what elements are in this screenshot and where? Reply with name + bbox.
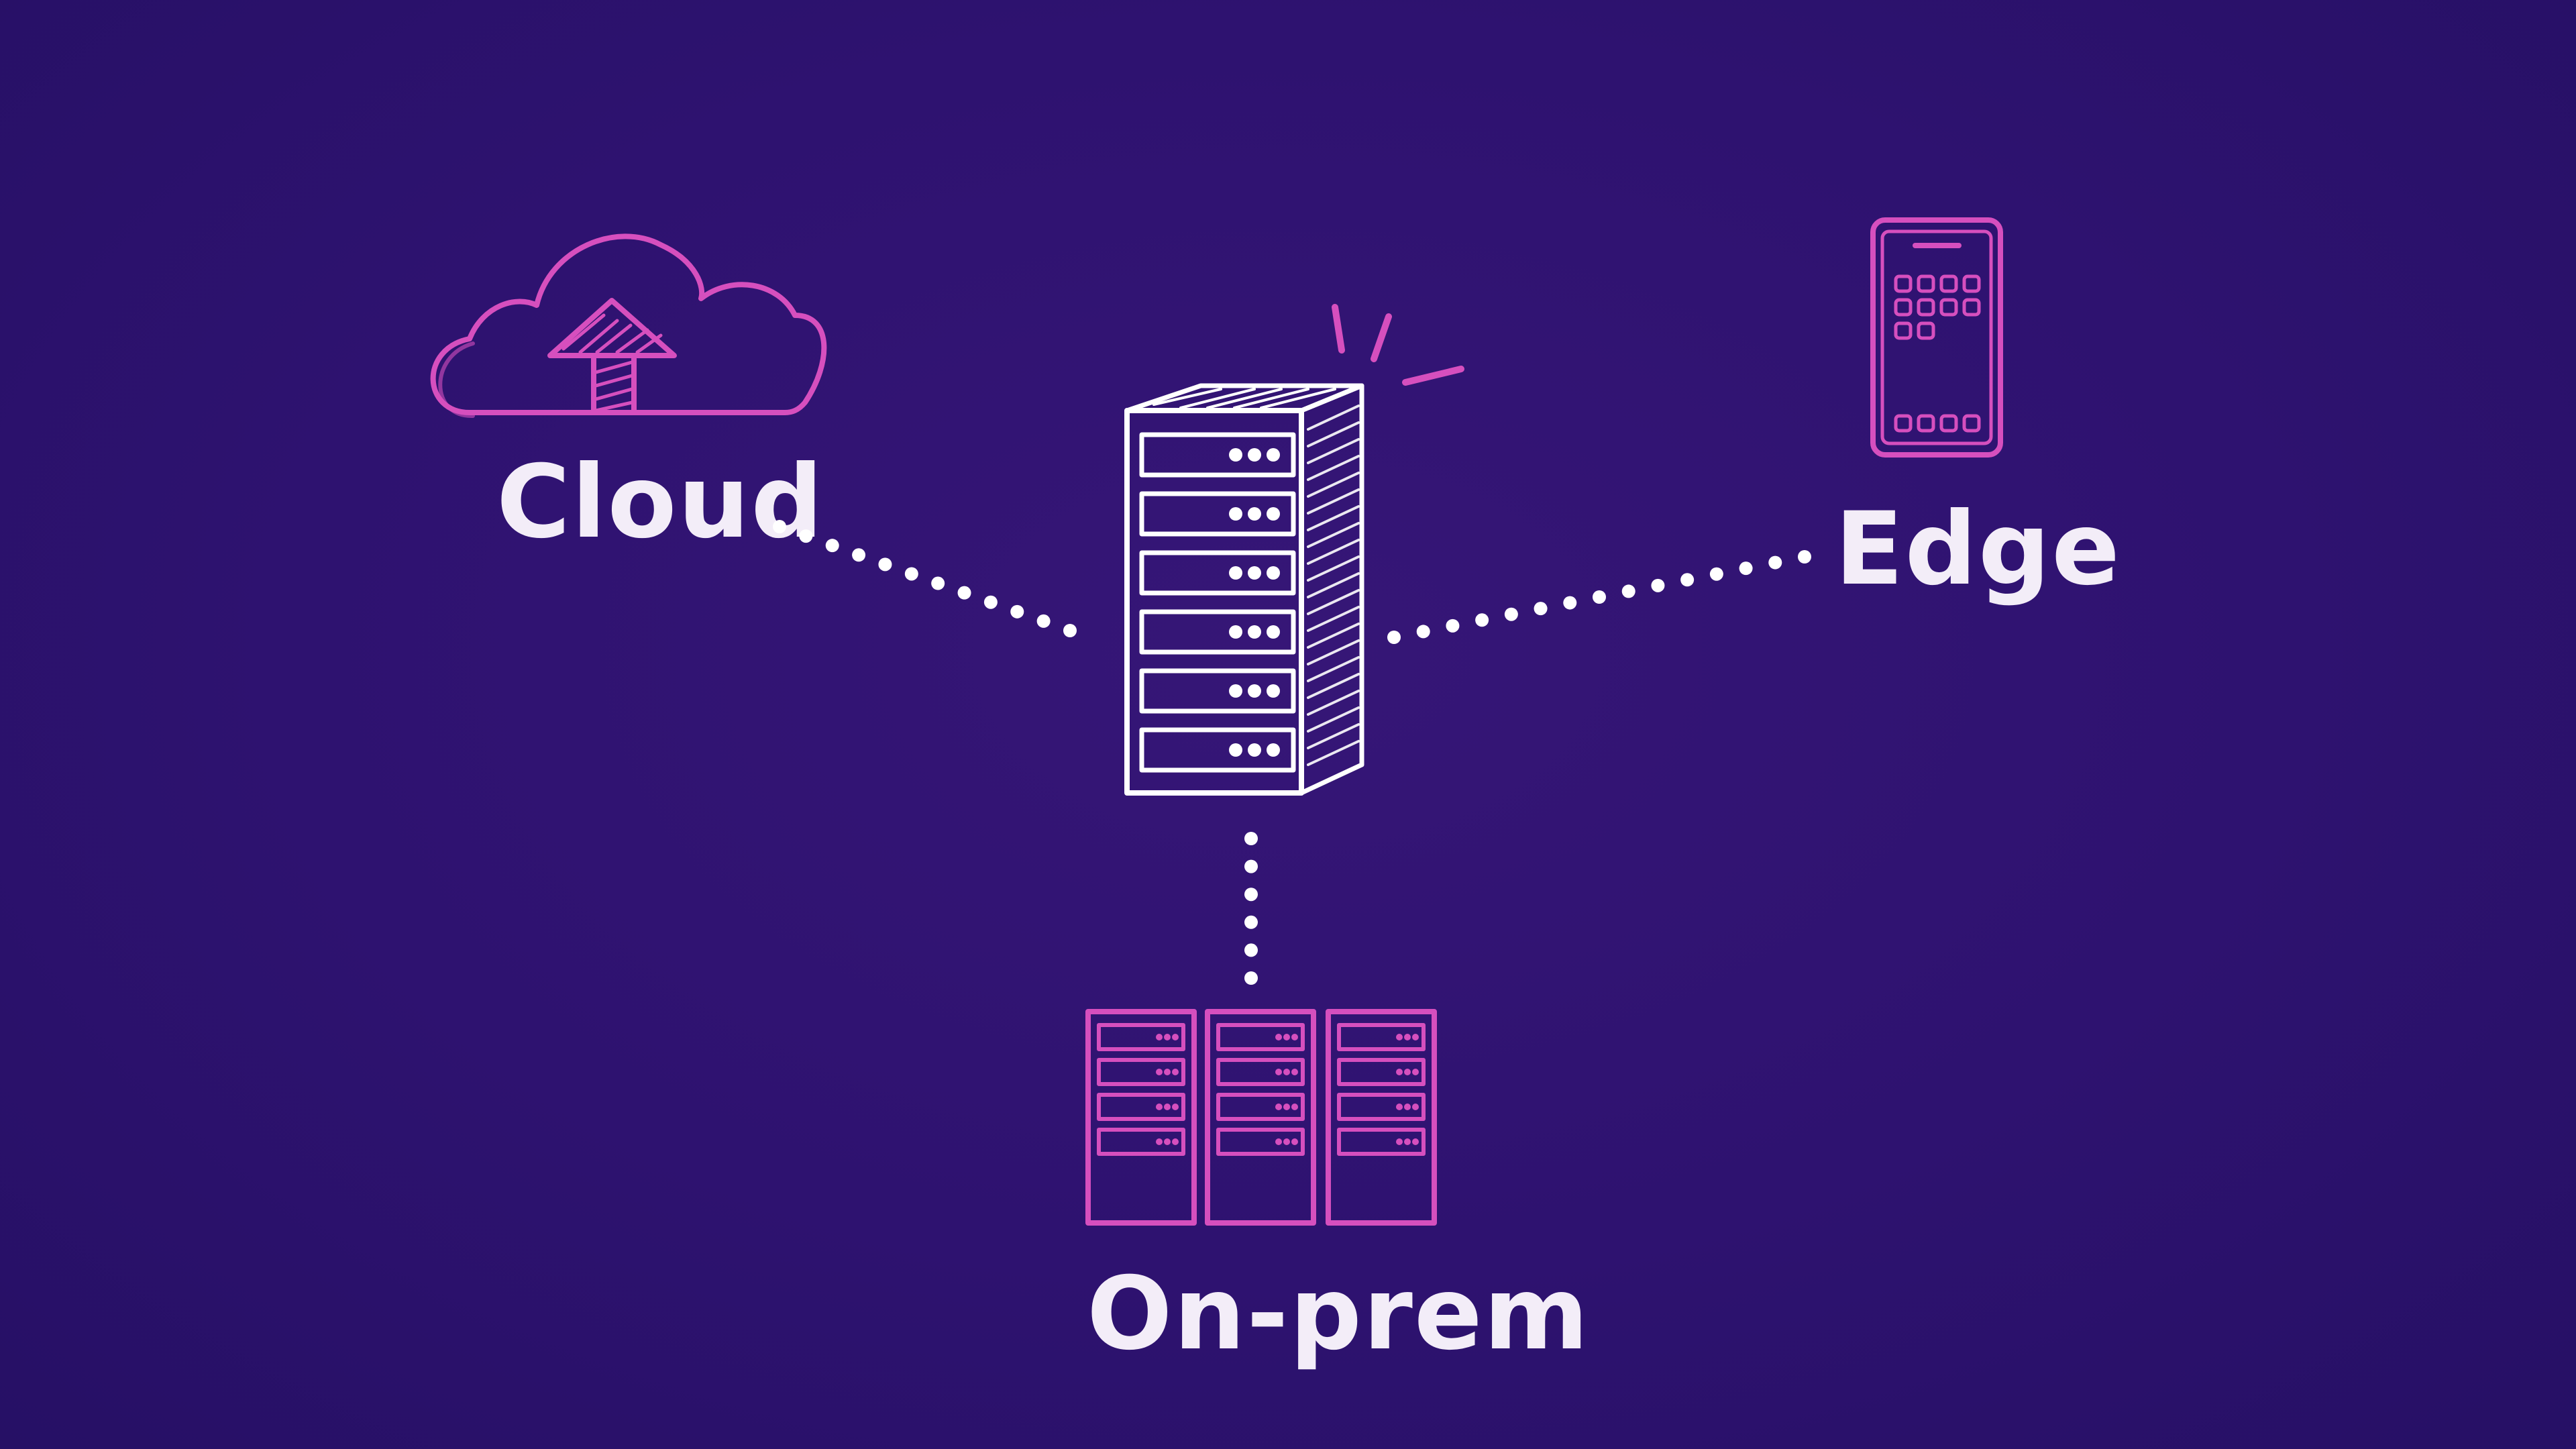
cloud-upload-icon xyxy=(430,233,827,419)
connector-hub-edge xyxy=(1387,550,1811,644)
server-racks-icon xyxy=(1085,1009,1437,1226)
rack-cabinet xyxy=(1326,1009,1437,1226)
highlight-marks xyxy=(1332,304,1464,386)
connectors xyxy=(773,520,1811,985)
server-tower-icon xyxy=(1124,304,1464,796)
drive-bay xyxy=(1139,727,1296,773)
drive-bay xyxy=(1139,491,1296,537)
drive-bay xyxy=(1139,668,1296,714)
node-label-cloud: Cloud xyxy=(496,444,824,561)
node-label-on-prem: On-prem xyxy=(1087,1256,1590,1373)
drive-bay xyxy=(1139,609,1296,655)
node-label-edge: Edge xyxy=(1835,491,2121,608)
connector-hub-cloud xyxy=(773,520,1077,637)
drive-bay xyxy=(1139,432,1296,478)
drive-bay xyxy=(1139,550,1296,596)
smartphone-icon xyxy=(1870,217,2003,458)
rack-cabinet xyxy=(1205,1009,1316,1226)
rack-cabinet xyxy=(1085,1009,1197,1226)
connector-hub-on-prem xyxy=(1244,832,1258,985)
